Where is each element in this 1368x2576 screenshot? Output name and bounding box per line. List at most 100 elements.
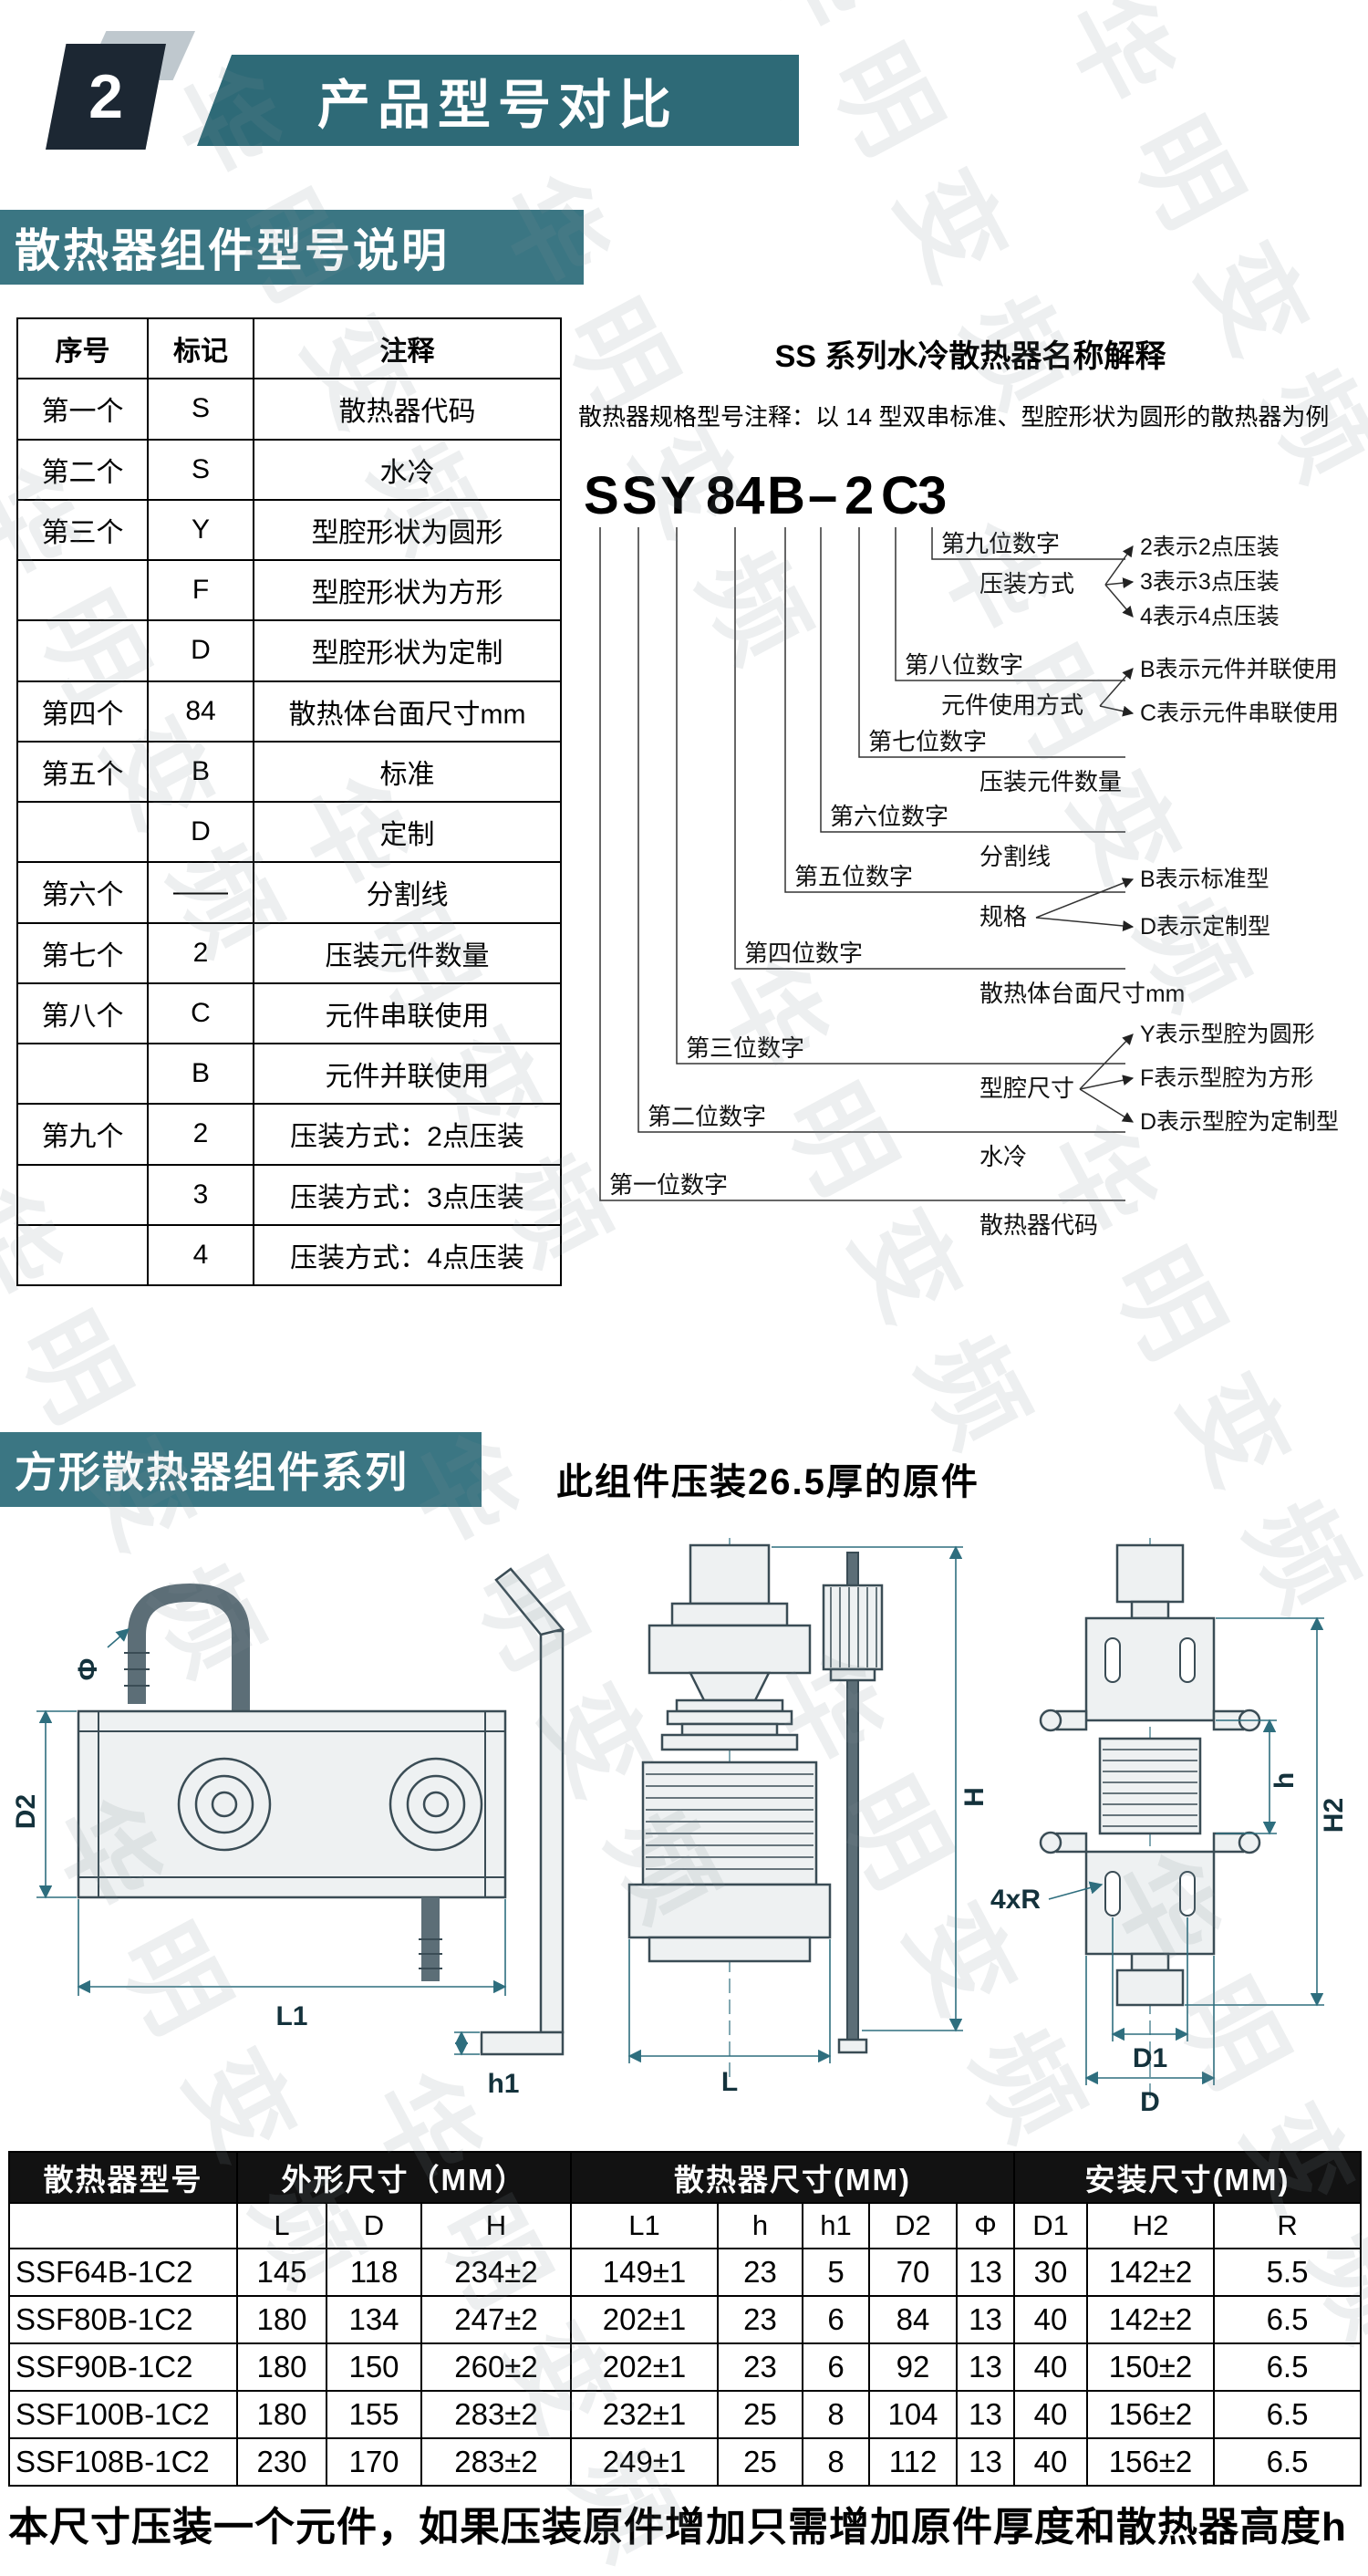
callout-digit: 第九位数字 <box>941 530 1060 557</box>
model-char: B <box>767 466 805 525</box>
spec-cell: 156±2 <box>1086 2437 1216 2487</box>
spec-col-header <box>8 2202 238 2249</box>
model-char: S <box>584 466 619 525</box>
callout-label: 散热体台面尺寸mm <box>979 980 1185 1007</box>
spec-cell: 145 <box>236 2248 327 2297</box>
callout-branch: 3表示3点压装 <box>1140 569 1280 595</box>
technical-drawings: Φ D2 L1 <box>11 1538 1349 2117</box>
diagram-subtitle: 散热器规格型号注释：以 14 型双串标准、型腔形状为圆形的散热器为例 <box>578 403 1329 431</box>
callout-digit: 第三位数字 <box>686 1034 804 1062</box>
legend-cell: 84 <box>147 680 254 743</box>
section-number: 2 <box>88 62 123 131</box>
spec-cell: 13 <box>955 2295 1016 2344</box>
legend-cell <box>16 800 149 864</box>
dim-4xr: 4xR <box>990 1885 1041 1915</box>
spec-cell: 170 <box>326 2437 422 2487</box>
dim-h1: h1 <box>487 2069 519 2099</box>
callout-branch: B表示标准型 <box>1140 867 1270 892</box>
legend-header-mark: 标记 <box>147 317 254 380</box>
callout-label: 分割线 <box>979 843 1051 870</box>
callout-label: 压装方式 <box>979 570 1074 597</box>
legend-cell: 标准 <box>253 740 562 804</box>
spec-col-header: L <box>236 2202 327 2249</box>
legend-cell: 型腔形状为定制 <box>253 619 562 682</box>
spec-col-header: H <box>420 2202 572 2249</box>
legend-cell: D <box>147 800 254 864</box>
section2-title: 方形散热器组件系列 <box>0 1432 482 1507</box>
legend-cell: 分割线 <box>253 861 562 924</box>
legend-cell: S <box>147 438 254 501</box>
callout-digit: 第八位数字 <box>905 651 1023 679</box>
legend-cell <box>16 558 149 622</box>
section1-title: 散热器组件型号说明 <box>0 210 584 285</box>
spec-cell: 23 <box>717 2248 803 2297</box>
legend-cell: B <box>147 740 254 804</box>
legend-cell: 第四个 <box>16 680 149 743</box>
spec-cell: 23 <box>717 2342 803 2392</box>
spec-cell: 283±2 <box>420 2437 572 2487</box>
spec-table: 散热器型号 外形尺寸（MM） 散热器尺寸(MM) 安装尺寸(MM) L D H … <box>8 2151 1363 2487</box>
legend-cell <box>16 1042 149 1106</box>
spec-cell: 30 <box>1013 2248 1089 2297</box>
diagram-title: SS 系列水冷散热器名称解释 <box>775 339 1167 374</box>
legend-cell: 第六个 <box>16 861 149 924</box>
legend-cell <box>16 1163 149 1226</box>
spec-cell: 180 <box>236 2342 327 2392</box>
callout-digit: 第六位数字 <box>830 803 948 830</box>
spec-cell: 6 <box>802 2342 870 2392</box>
table-row: SSF80B-1C2 180 134 247±2 202±1 23 6 84 1… <box>8 2295 1363 2344</box>
legend-cell: 型腔形状为方形 <box>253 558 562 622</box>
spec-col-header: h <box>717 2202 803 2249</box>
spec-cell: 23 <box>717 2295 803 2344</box>
callout-digit: 第二位数字 <box>648 1103 766 1130</box>
dim-h2: H2 <box>1319 1798 1349 1833</box>
spec-col-header: L1 <box>570 2202 719 2249</box>
legend-cell: F <box>147 558 254 622</box>
legend-cell: C <box>147 982 254 1045</box>
assembly-caption: 此组件压装26.5厚的原件 <box>556 1462 979 1502</box>
spec-col-header: h1 <box>802 2202 870 2249</box>
spec-cell: 40 <box>1013 2295 1089 2344</box>
callout-branch: B表示元件并联使用 <box>1140 657 1338 682</box>
spec-cell: 149±1 <box>570 2248 719 2297</box>
spec-cell: 142±2 <box>1086 2248 1216 2297</box>
legend-cell: D <box>147 619 254 682</box>
legend-cell: 第二个 <box>16 438 149 501</box>
callout-digit: 第四位数字 <box>744 940 863 967</box>
legend-cell: 第三个 <box>16 498 149 562</box>
legend-cell: 压装元件数量 <box>253 921 562 984</box>
spec-cell: 260±2 <box>420 2342 572 2392</box>
callout-branch: 4表示4点压装 <box>1140 604 1280 629</box>
spec-cell: 202±1 <box>570 2342 719 2392</box>
callout-label: 型腔尺寸 <box>979 1075 1074 1102</box>
legend-cell: 元件串联使用 <box>253 982 562 1045</box>
spec-cell: 6.5 <box>1213 2390 1363 2439</box>
table-row: SSF64B-1C2 145 118 234±2 149±1 23 5 70 1… <box>8 2248 1363 2297</box>
drawing-front-view: H L h1 <box>454 1538 990 2099</box>
legend-cell: 2 <box>147 921 254 984</box>
legend-cell: 第八个 <box>16 982 149 1045</box>
spec-cell: 118 <box>326 2248 422 2297</box>
legend-cell: 第一个 <box>16 378 149 441</box>
spec-cell: 84 <box>868 2295 958 2344</box>
spec-col-header: D2 <box>868 2202 958 2249</box>
legend-cell: 3 <box>147 1163 254 1226</box>
spec-cell: 6.5 <box>1213 2437 1363 2487</box>
spec-cell: 6.5 <box>1213 2295 1363 2344</box>
legend-cell: 水冷 <box>253 438 562 501</box>
legend-header-seq: 序号 <box>16 317 149 380</box>
legend-cell: 散热体台面尺寸mm <box>253 680 562 743</box>
callout-branch: D表示型腔为定制型 <box>1140 1109 1339 1135</box>
legend-cell: 压装方式：3点压装 <box>253 1163 562 1226</box>
model-char: 3 <box>917 466 947 525</box>
model-char: – <box>808 466 837 525</box>
spec-cell: 70 <box>868 2248 958 2297</box>
spec-cell: 156±2 <box>1086 2390 1216 2439</box>
spec-group-header: 外形尺寸（MM） <box>236 2151 572 2204</box>
